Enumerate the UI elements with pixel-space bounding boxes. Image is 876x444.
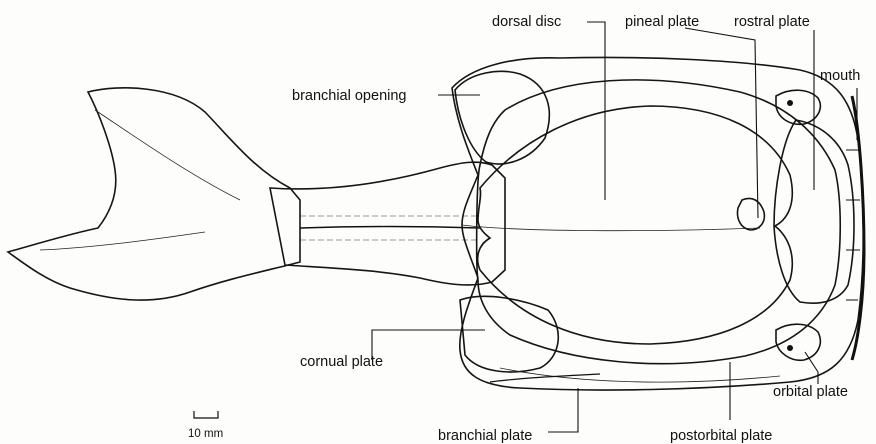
label-pineal-plate: pineal plate [625, 14, 699, 30]
scale-bar: 10 mm [188, 411, 223, 440]
label-branchial-opening: branchial opening [292, 88, 406, 104]
tail-stalk [270, 162, 505, 285]
label-branchial-plate: branchial plate [438, 428, 532, 444]
label-mouth: mouth [820, 68, 860, 84]
scale-bar-label: 10 mm [188, 428, 223, 440]
tail-fin [8, 88, 300, 300]
head-shield [452, 58, 864, 391]
label-orbital-plate: orbital plate [773, 384, 848, 400]
label-cornual-plate: cornual plate [300, 354, 383, 370]
label-rostral-plate: rostral plate [734, 14, 810, 30]
label-dorsal-disc: dorsal disc [492, 14, 561, 30]
label-postorbital-plate: postorbital plate [670, 428, 772, 444]
